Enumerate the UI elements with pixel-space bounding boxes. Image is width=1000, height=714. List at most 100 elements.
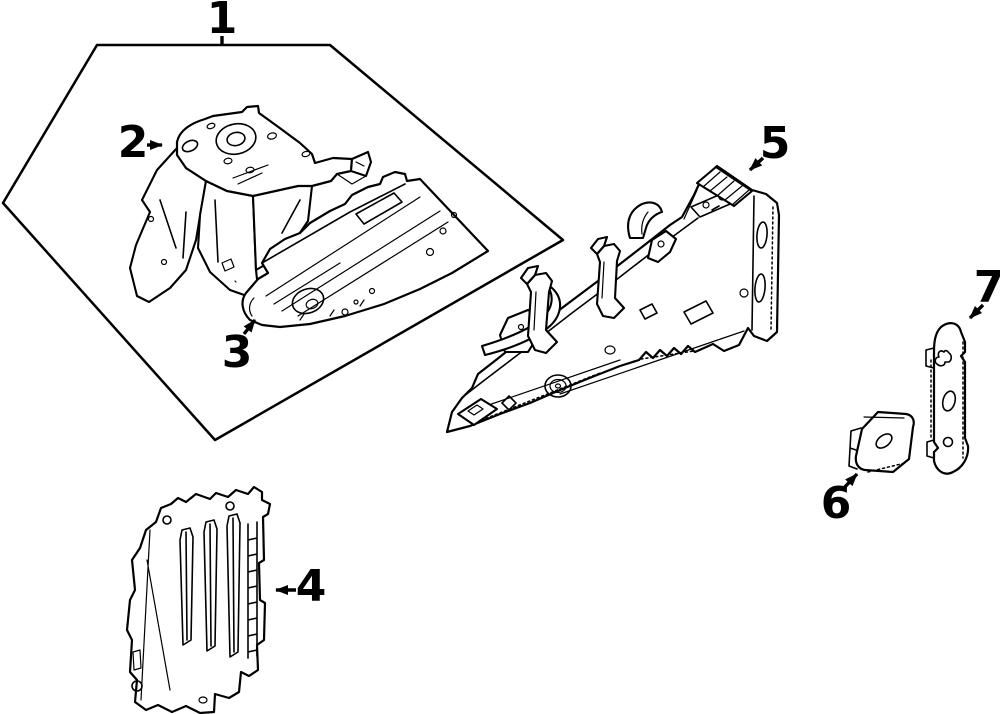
small-rect-hole	[221, 258, 237, 283]
callout-3-label[interactable]: 3	[222, 327, 253, 378]
hole	[131, 680, 143, 692]
bracket-plate-stipple	[867, 462, 906, 473]
upright-bracket-a-cap	[519, 264, 540, 286]
hole	[368, 287, 376, 295]
part-6-bracket-plate[interactable]	[848, 410, 915, 474]
wheelhouse-crease-lines	[159, 199, 301, 263]
bracket-stipple-edges	[930, 341, 964, 459]
apron-crease-lines	[265, 196, 449, 317]
callout-7[interactable]: 7	[968, 262, 1000, 320]
grommet-center	[554, 383, 562, 389]
callout-4-label[interactable]: 4	[296, 561, 327, 612]
right-channel-ladder	[247, 521, 258, 659]
hole	[206, 122, 216, 130]
hole	[439, 227, 447, 235]
apron-small-holes	[341, 211, 458, 316]
apron-window	[355, 192, 403, 225]
callout-3-leader	[242, 318, 257, 336]
hole	[181, 139, 199, 153]
part-7-elongated-bracket[interactable]	[925, 322, 970, 475]
callout-6-leader	[841, 472, 859, 491]
callout-5-leader	[748, 156, 765, 172]
hole	[160, 258, 168, 266]
callout-2[interactable]: 2	[118, 117, 163, 168]
keyhole-cutout	[934, 349, 953, 367]
hole	[425, 247, 435, 257]
callout-3[interactable]: 3	[222, 318, 257, 378]
rail-side-holes	[501, 300, 714, 411]
hole	[604, 345, 616, 355]
callout-4[interactable]: 4	[275, 561, 327, 612]
hole	[245, 166, 255, 174]
side-bracket-lines	[336, 161, 367, 185]
part-3-apron-panel[interactable]	[241, 170, 490, 329]
wheelhouse-front-wall	[196, 179, 260, 298]
apron-top-flange-line	[261, 183, 406, 264]
bracket-plate-edge-line	[863, 416, 905, 419]
grommet-mid	[549, 378, 567, 394]
callout-2-label[interactable]: 2	[118, 117, 149, 168]
callout-5-label[interactable]: 5	[760, 118, 791, 169]
elongated-bracket-outline	[932, 322, 970, 475]
callout-7-label[interactable]: 7	[974, 262, 1000, 313]
part-2-wheelhouse[interactable]	[128, 104, 373, 304]
hole	[266, 132, 278, 140]
apron-large-hole	[291, 287, 325, 315]
end-plate-slot	[756, 221, 768, 249]
hole	[702, 201, 710, 209]
end-cap-hatch	[702, 171, 750, 206]
callout-6[interactable]: 6	[821, 472, 859, 529]
upright-bracket-a-line	[533, 291, 537, 331]
elongated-bracket-tabs	[925, 347, 935, 459]
assembly-boundary-outline	[1, 43, 565, 442]
bracket-plate-outline	[854, 410, 915, 474]
rib-channel	[203, 519, 218, 652]
strut-mount-center-hole	[226, 131, 246, 147]
hole	[353, 299, 359, 305]
apron-large-hole-inner	[305, 298, 319, 310]
hole	[198, 696, 208, 704]
callout-1[interactable]: 1	[207, 0, 238, 45]
panel-crease-lines	[140, 529, 171, 701]
end-plate-slot	[754, 273, 766, 303]
hole	[147, 215, 155, 223]
rail-stipple-edges	[471, 206, 774, 425]
hole	[223, 157, 233, 165]
hole	[225, 501, 235, 511]
apron-tick-marks	[248, 297, 365, 321]
rail-accent-lines	[473, 189, 745, 411]
small-rect-hole	[132, 649, 142, 671]
rib-channel	[179, 527, 194, 646]
upright-bracket-b-cap	[589, 235, 609, 256]
part-4-ribbed-panel[interactable]	[125, 485, 272, 714]
apron-panel-outline	[241, 170, 490, 329]
callout-5[interactable]: 5	[748, 118, 791, 172]
hook-bracket	[627, 201, 664, 240]
bracket-plate-slot	[875, 433, 893, 449]
strut-mount-ring	[215, 122, 257, 156]
rib-channel	[226, 513, 241, 658]
rail-tip-plate-hole	[467, 404, 484, 416]
bracket-plate-tab	[848, 427, 862, 470]
hole	[341, 308, 349, 316]
upright-bracket-a	[525, 271, 559, 355]
hole	[942, 436, 954, 448]
hole	[657, 240, 665, 248]
grommet-outer	[544, 374, 572, 398]
hole	[301, 150, 311, 158]
upright-bracket-b-line	[601, 261, 605, 299]
wheelhouse-top-plate	[175, 104, 354, 198]
hook-bracket-line	[641, 211, 649, 235]
end-plate-edge	[751, 195, 755, 331]
callout-7-leader	[968, 303, 985, 320]
hole	[739, 288, 749, 298]
bracket-slot	[941, 390, 957, 412]
part-5-rail-assembly[interactable]	[445, 164, 781, 434]
wheelhouse-bolt-holes	[181, 122, 311, 174]
ribbed-panel-outline	[125, 485, 272, 714]
hole	[450, 211, 458, 219]
plate-hatch-lines	[232, 164, 269, 185]
hole	[517, 323, 525, 331]
rail-end-cap	[695, 165, 754, 208]
